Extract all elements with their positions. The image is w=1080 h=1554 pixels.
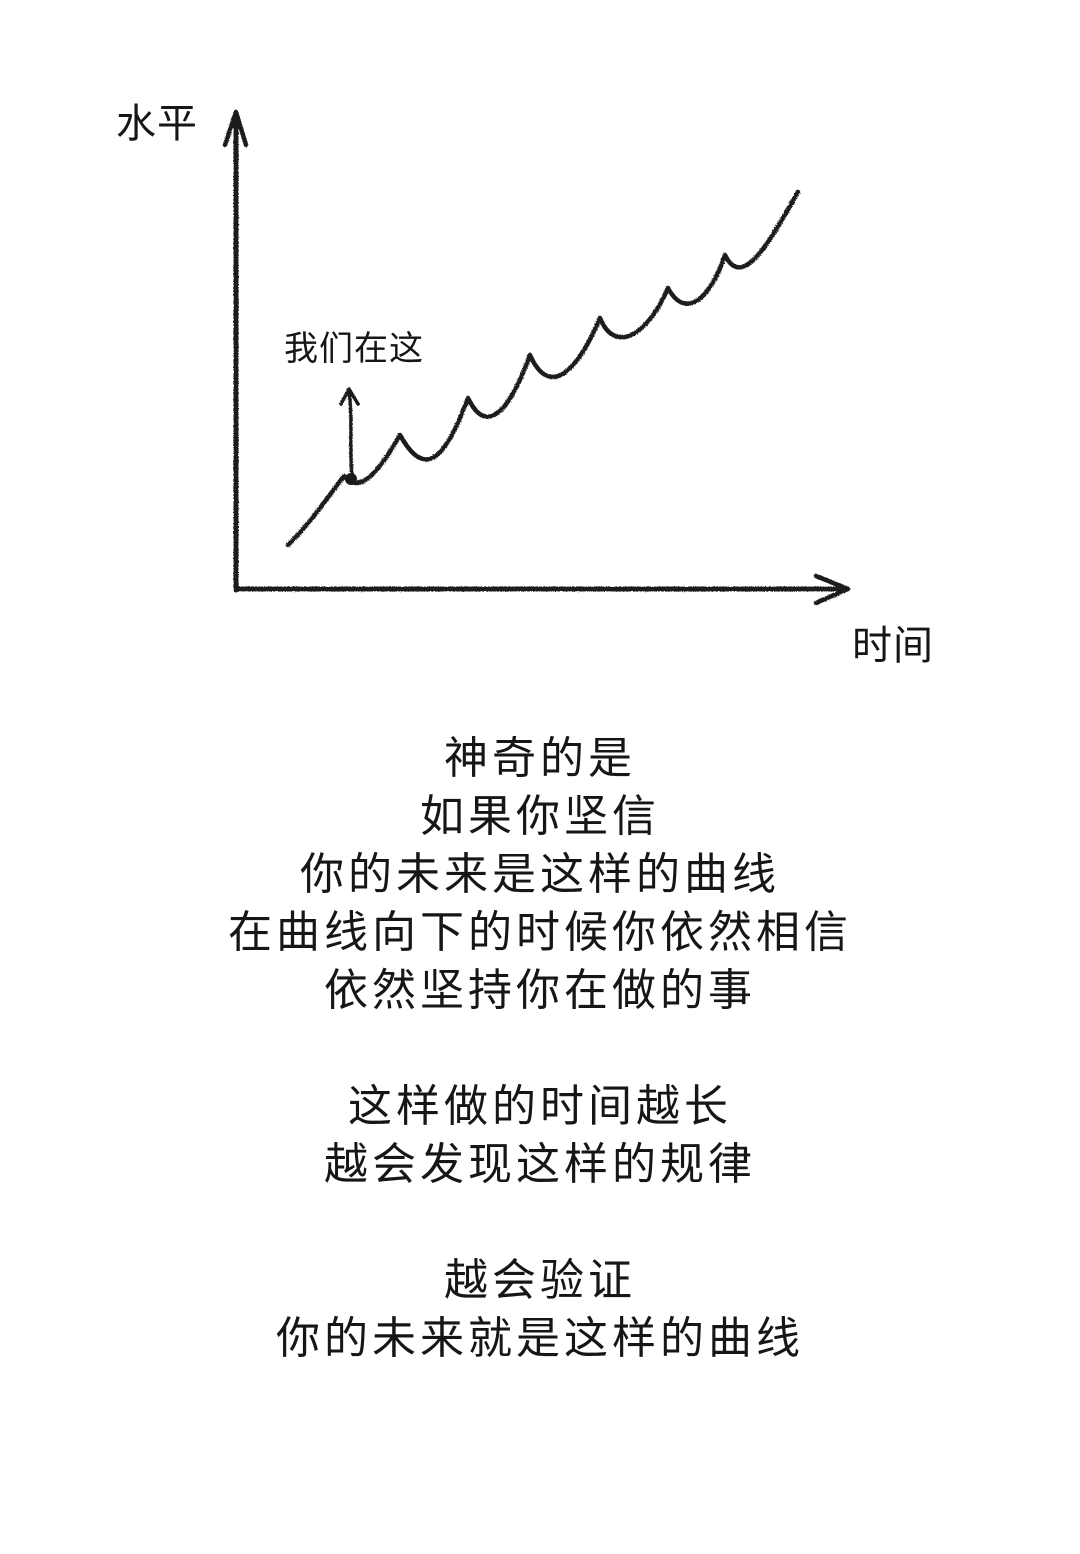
y-axis-arrowhead xyxy=(222,109,249,148)
paragraph-1: 神奇的是 如果你坚信 你的未来是这样的曲线 在曲线向下的时候你依然相信 依然坚持… xyxy=(0,730,1080,1020)
here-point xyxy=(345,473,357,485)
here-pointer-arrow xyxy=(347,388,354,476)
level-over-time-diagram: 水平 时间 我们在这 xyxy=(0,0,1080,700)
text-line: 越会验证 xyxy=(444,1255,636,1306)
x-axis-arrowhead xyxy=(813,573,851,606)
here-pointer-arrowhead xyxy=(339,387,360,406)
text-line: 你的未来就是这样的曲线 xyxy=(276,1313,804,1364)
poem-text: 神奇的是 如果你坚信 你的未来是这样的曲线 在曲线向下的时候你依然相信 依然坚持… xyxy=(0,730,1080,1426)
text-line: 如果你坚信 xyxy=(420,791,660,842)
y-axis-label: 水平 xyxy=(116,101,198,147)
text-line: 神奇的是 xyxy=(444,733,636,784)
text-line: 在曲线向下的时候你依然相信 xyxy=(228,907,852,958)
diagram-canvas xyxy=(222,109,851,606)
x-axis-label: 时间 xyxy=(852,623,934,669)
text-line: 这样做的时间越长 xyxy=(348,1081,732,1132)
paragraph-3: 越会验证 你的未来就是这样的曲线 xyxy=(0,1252,1080,1368)
growth-curve xyxy=(285,189,801,548)
paragraph-2: 这样做的时间越长 越会发现这样的规律 xyxy=(0,1078,1080,1194)
text-line: 你的未来是这样的曲线 xyxy=(300,849,780,900)
text-line: 越会发现这样的规律 xyxy=(324,1139,756,1190)
text-line: 依然坚持你在做的事 xyxy=(324,965,756,1016)
here-marker-label: 我们在这 xyxy=(284,329,424,369)
